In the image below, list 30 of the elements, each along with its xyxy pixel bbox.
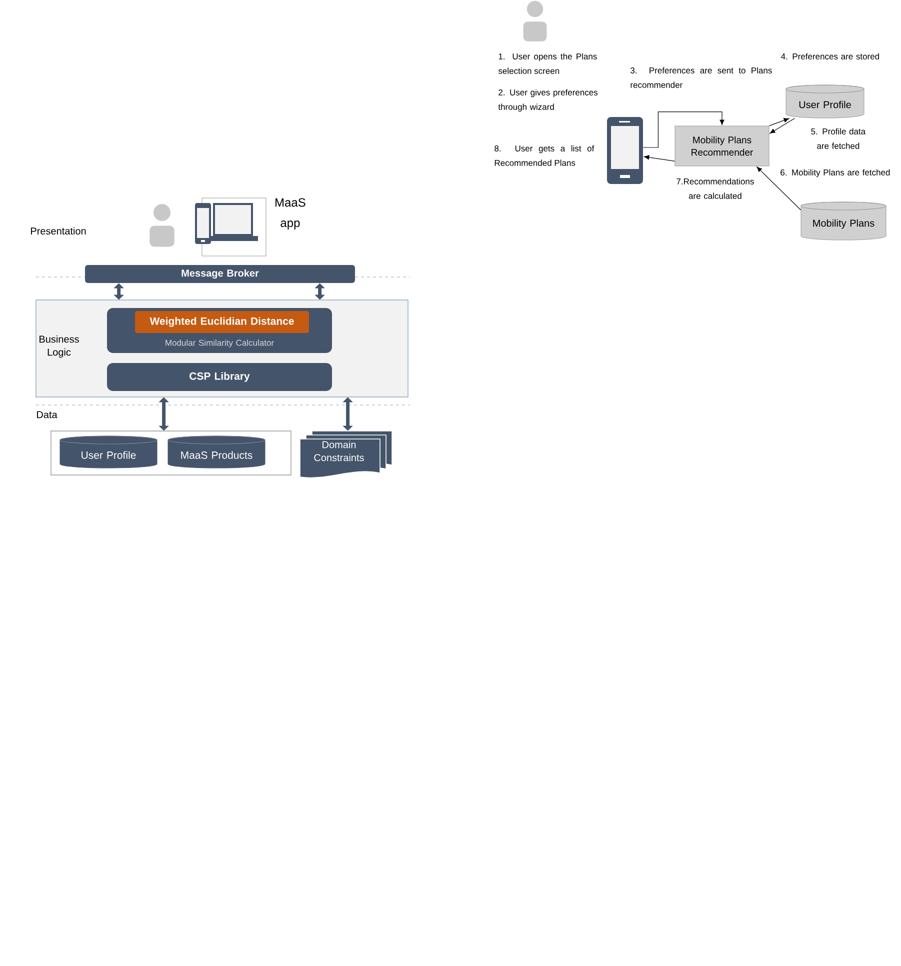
arrow (756, 166, 802, 210)
step-text: 2. User gives preferences through wizard (498, 89, 598, 112)
arrow (342, 397, 353, 431)
layer-label: Data (37, 411, 58, 418)
layer-label: Presentation (31, 227, 86, 235)
database-cylinder: User Profile (786, 84, 864, 118)
database-cylinder: User Profile (60, 436, 158, 468)
step-text: 5. Profile data are fetched (811, 128, 866, 149)
step-text: 1. User opens the Plans selection screen (498, 53, 597, 74)
app-label: MaaS app (276, 198, 306, 230)
component-box: CSP Library (107, 363, 332, 391)
arrow (768, 118, 790, 126)
step-text: 6. Mobility Plans are fetched (780, 169, 890, 178)
process-box: Mobility Plans Recommender (674, 126, 770, 166)
arrow (644, 155, 676, 162)
arrow (770, 118, 796, 134)
database-cylinder: MaaS Products (168, 436, 266, 468)
step-text: 4. Preferences are stored (781, 53, 880, 60)
arrow (314, 283, 325, 300)
algorithm-box: Weighted Euclidian Distance (135, 311, 309, 333)
step-text: 3. Preferences are sent to Plans recommender (630, 67, 772, 88)
group-box (50, 430, 292, 476)
arrow (642, 112, 724, 148)
step-text: 7.Recommendations are calculated (676, 178, 754, 199)
arrow (158, 397, 169, 431)
phone-drawing (607, 117, 643, 184)
database-cylinder: Mobility Plans (800, 202, 886, 240)
document-stack: Domain Constraints (300, 430, 392, 478)
step-text: 8. User gets a list of Recommended Plans (494, 145, 594, 166)
arrow (114, 283, 124, 300)
